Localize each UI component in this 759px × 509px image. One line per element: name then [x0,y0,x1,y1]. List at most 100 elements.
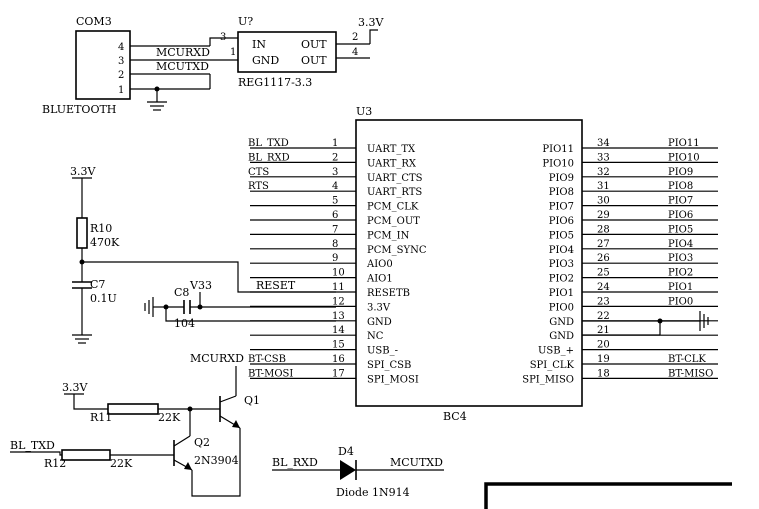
reg-num-out1: 2 [352,32,358,43]
u3-pin-num: 5 [332,196,338,207]
u3-pin-num: 24 [597,282,610,293]
reg-pin-out2: OUT [301,54,327,67]
u3-pin-name: PIO8 [549,187,574,198]
u3-right-pins: 34PIO11PIO1133PIO10PIO1032PIO9PIO931PIO8… [522,138,718,385]
u3-pin-num: 8 [332,239,338,250]
u3-ref: U3 [356,105,372,118]
u3-pin-name: RESETB [367,288,410,299]
com3-pin-3: 3 [118,56,124,67]
u3-pin-num: 18 [597,368,610,379]
u3-pin-name: UART_RTS [367,187,422,198]
com3-pin-4: 4 [118,42,124,53]
u3-net-label: BT-CLK [668,354,706,365]
u3-net-label: BT-MISO [668,368,713,379]
u3-pin-num: 13 [332,311,345,322]
u3-pin-name: UART_CTS [367,173,423,184]
junction-dot [657,318,663,324]
ground-symbol [72,334,92,344]
u3-pin-num: 9 [332,253,338,264]
u3-pin-num: 32 [597,167,610,178]
r12-value: 22K [110,457,133,470]
u3-net-label: PIO3 [668,253,693,264]
wire [82,261,336,293]
wire [73,394,108,410]
u3-pin-num: 10 [332,268,345,279]
reset-network: 3.3V R10 470K RESET C7 0.1U [70,165,336,344]
u3-pin-num: 3 [332,167,338,178]
wire [165,306,336,322]
u3-net-label: PIO8 [668,181,693,192]
u3-net-label: PIO11 [668,138,700,149]
u3-net-label: PIO2 [668,268,693,279]
u3-net-label: RTS [248,181,269,192]
u3-pin-name: GND [367,317,392,328]
r11-ref: R11 [90,411,112,424]
u3-pin-num: 26 [597,253,610,264]
com3-pin-2: 2 [118,70,124,81]
regulator: U? IN GND OUT OUT 3 1 2 4 3.3V REG1117-3… [210,15,384,89]
u3-pin-name: AIO1 [366,274,393,285]
u3-pin-num: 6 [332,210,338,221]
d4-ref: D4 [338,445,354,458]
q2-transistor [173,435,193,471]
u3-net-label: PIO5 [668,224,693,235]
r12-resistor [61,449,111,461]
r11-value: 22K [158,411,181,424]
u3-pin-name: PIO9 [549,173,574,184]
right-gnd [582,311,709,336]
net-label-mcurxd: MCURXD [156,46,210,59]
u3-pin-name: PIO10 [542,158,574,169]
u3-pin-name: SPI_CLK [530,360,575,371]
u3-pin-name: USB_- [367,346,398,357]
u3-pin-name: PIO5 [549,230,574,241]
u3-pin-name: PCM_IN [367,230,410,241]
reg-pin-out1: OUT [301,38,327,51]
net-label-mcutxd: MCUTXD [156,60,209,73]
u3-pin-num: 28 [597,224,610,235]
c8-decoupling: V33 C8 104 [144,279,336,330]
u3-pin-num: 29 [597,210,610,221]
reg-body [237,31,337,73]
reg-num-in: 1 [230,47,236,58]
ground-symbol [144,297,154,317]
r10-resistor [76,217,88,249]
c7-value: 0.1U [90,292,117,305]
u3-net-label: PIO4 [668,239,693,250]
u3-pin-name: PIO0 [549,302,574,313]
reg-num-out2: 4 [352,47,358,58]
net-label-reset: RESET [256,279,296,292]
frame-corner [484,482,732,509]
u3-pin-num: 34 [597,138,610,149]
u3-left-pins: 1UART_TXBL_TXD2UART_RXBL_RXD3UART_CTSCTS… [248,138,427,385]
q1-transistor [219,395,241,429]
u3-pin-num: 21 [597,325,610,336]
u3-net-label: PIO10 [668,152,700,163]
u3-pin-name: USB_+ [538,346,574,357]
u3-pin-name: PCM_SYNC [367,245,427,256]
u3-pin-name: PIO11 [542,144,574,155]
u3-pin-name: UART_TX [367,144,416,155]
u3-pin-name: NC [367,331,384,342]
u3-pin-num: 15 [332,340,345,351]
q1-net: MCURXD [190,352,244,365]
u3-pin-num: 2 [332,152,338,163]
c8-ref: C8 [174,286,189,299]
u3-pin-num: 33 [597,152,610,163]
reg-pin-gnd: GND [252,54,279,67]
u3-pin-name: GND [549,331,574,342]
wire [10,451,62,456]
level-shifter: MCURXD Q1 3.3V R11 22K Q2 2N3904 BL_TXD [10,352,260,497]
c8-net: V33 [189,279,212,292]
reg-pin-in: IN [252,38,266,51]
q2-part: 2N3904 [194,454,239,467]
u3-pin-num: 12 [332,296,345,307]
u3-pin-num: 7 [332,224,338,235]
u3-pin-name: SPI_CSB [367,360,411,371]
r10-ref: R10 [90,222,112,235]
u3-pin-name: PIO4 [549,245,574,256]
u3-pin-num: 30 [597,196,610,207]
u3-pin-num: 19 [597,354,610,365]
wire [209,37,238,46]
c8-value: 104 [174,317,195,330]
